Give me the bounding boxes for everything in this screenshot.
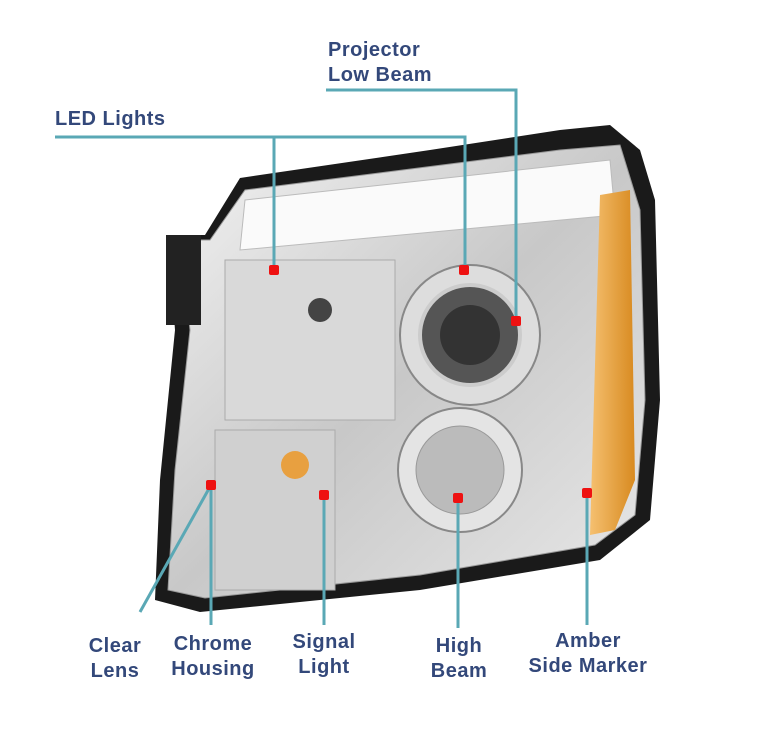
label-line: Lens [90,660,140,682]
label-line: Beam [430,660,488,682]
label-led-lights: LED Lights [55,108,166,130]
label-line: Low Beam [328,64,433,86]
label-line: High [435,635,483,657]
label-line: Projector [328,39,421,61]
label-line: Housing [171,658,255,680]
leader-lines [55,88,589,628]
label-line: Chrome [173,633,253,655]
label-line: Amber [555,630,621,652]
amber-side-marker [590,190,635,535]
signal-bulb [281,451,309,479]
label-line: Light [298,656,350,678]
headlight-body [155,125,660,612]
label-line: Side Marker [528,655,648,677]
label-line: Signal [292,631,356,653]
label-line: Clear [88,635,142,657]
marker-dots [206,265,592,503]
